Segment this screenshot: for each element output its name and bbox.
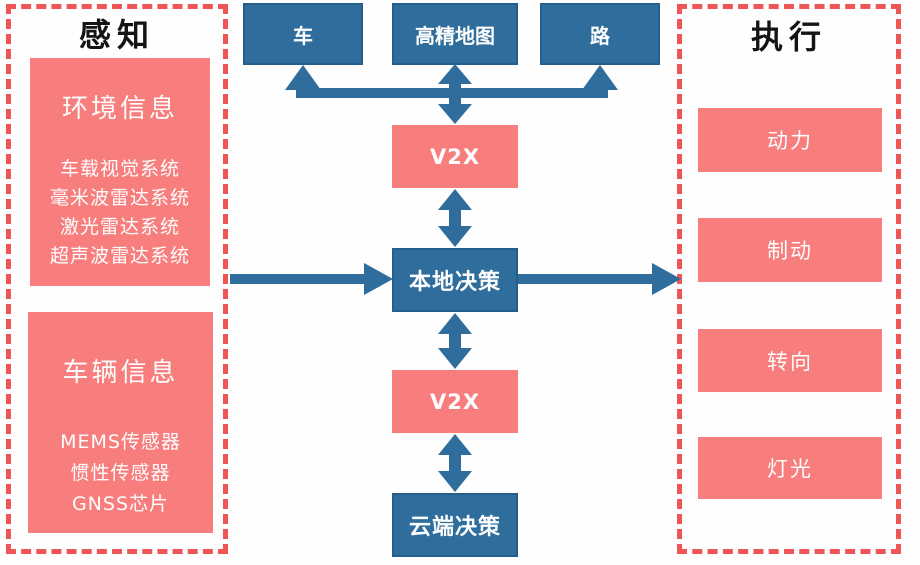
arrow-v2x-upper-local (438, 189, 472, 247)
perception-panel-title: 感知 (78, 16, 155, 54)
node-v2x-lower: V2X (392, 370, 518, 433)
execution-panel-title: 执行 (750, 18, 827, 56)
perception-panel (6, 4, 228, 554)
list-item: 激光雷达系统 (59, 216, 180, 238)
environment-info-box: 环境信息 车载视觉系统 毫米波雷达系统 激光雷达系统 超声波雷达系统 (30, 58, 210, 286)
node-local-decision: 本地决策 (392, 248, 518, 312)
list-item: 毫米波雷达系统 (49, 187, 190, 209)
list-item: 惯性传感器 (70, 462, 171, 484)
vehicle-info-title: 车辆信息 (62, 358, 179, 388)
node-power: 动力 (698, 108, 882, 172)
environment-info-list: 车载视觉系统 毫米波雷达系统 激光雷达系统 超声波雷达系统 (50, 155, 190, 271)
list-item: 车载视觉系统 (59, 158, 180, 180)
vehicle-info-box: 车辆信息 MEMS传感器 惯性传感器 GNSS芯片 (28, 312, 213, 533)
node-cloud-decision: 云端决策 (392, 493, 518, 557)
arrow-perception-local (230, 263, 393, 295)
list-item: MEMS传感器 (60, 431, 181, 453)
node-hd-map: 高精地图 (392, 3, 518, 65)
node-v2x-upper: V2X (392, 125, 518, 188)
node-braking: 制动 (698, 218, 882, 282)
node-steering: 转向 (698, 329, 882, 392)
environment-info-title: 环境信息 (61, 94, 178, 124)
arrow-v2x-lower-cloud (438, 434, 472, 492)
node-road: 路 (540, 3, 660, 65)
list-item: GNSS芯片 (71, 493, 170, 515)
connector-top-bus (285, 64, 618, 124)
node-lights: 灯光 (698, 437, 882, 499)
node-vehicle: 车 (243, 3, 363, 65)
arrow-local-execution (518, 263, 681, 295)
list-item: 超声波雷达系统 (49, 245, 190, 267)
arrow-local-v2x-lower (438, 313, 472, 369)
vehicle-info-list: MEMS传感器 惯性传感器 GNSS芯片 (60, 427, 181, 520)
